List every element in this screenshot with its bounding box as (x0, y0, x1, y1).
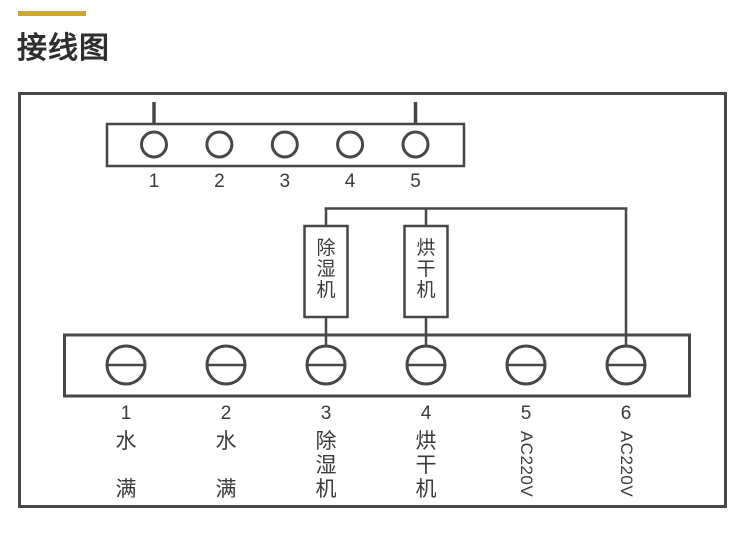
page-title: 接线图 (17, 32, 110, 65)
terminal-label-2: 水 满 (216, 430, 237, 502)
bottom-terminal-number-5: 5 (520, 403, 532, 424)
bottom-terminal-number-1: 1 (120, 403, 132, 424)
bottom-terminal-number-3: 3 (320, 403, 332, 424)
top-terminal-circle-4 (336, 130, 365, 159)
top-terminal-number-2: 2 (214, 171, 225, 192)
dryer-label: 烘干机 (416, 238, 436, 301)
top-terminal-circle-2 (205, 130, 234, 159)
dehumidifier-label: 除湿机 (316, 238, 336, 301)
terminal-label-1: 水 满 (116, 430, 137, 502)
terminal-label-6: AC220V (617, 430, 636, 498)
terminal-label-1-bottom: 满 (115, 478, 137, 501)
terminal-label-2-bottom: 满 (215, 478, 237, 501)
top-terminal-strip (105, 122, 466, 168)
bottom-terminal-strip (63, 333, 691, 398)
terminal-label-5: AC220V (517, 430, 536, 498)
bottom-terminal-number-6: 6 (620, 403, 632, 424)
accent-bar (18, 11, 86, 16)
terminal-label-4: 烘干机 (415, 430, 437, 501)
top-terminal-number-4: 4 (344, 171, 356, 192)
terminal-label-2-top: 水 (215, 430, 237, 453)
bottom-terminal-number-4: 4 (420, 403, 432, 424)
top-terminal-circle-5 (401, 130, 430, 159)
dehumidifier-box (303, 224, 349, 319)
top-terminal-circle-1 (140, 130, 168, 159)
bottom-terminals (105, 344, 647, 386)
dryer-box (403, 224, 449, 319)
top-terminal-circle-3 (270, 130, 299, 159)
terminal-label-1-top: 水 (115, 430, 137, 453)
top-terminal-number-1: 1 (148, 171, 160, 192)
top-terminal-number-3: 3 (279, 171, 291, 192)
terminal-label-3: 除湿机 (315, 430, 337, 501)
top-terminal-number-5: 5 (410, 171, 421, 192)
bottom-terminal-number-2: 2 (220, 403, 232, 424)
outer-box (18, 92, 727, 508)
